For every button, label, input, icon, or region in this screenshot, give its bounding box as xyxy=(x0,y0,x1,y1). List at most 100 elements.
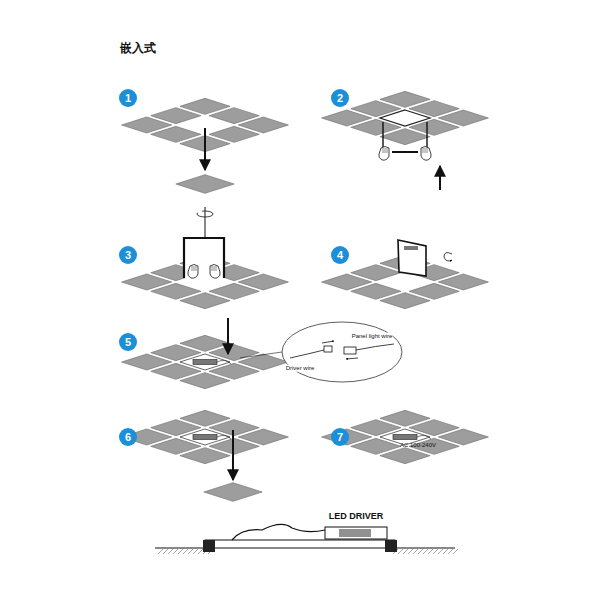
hand xyxy=(379,147,389,161)
driver-box xyxy=(193,435,217,440)
direction-arrow xyxy=(232,430,234,480)
driver-stripe xyxy=(360,529,361,537)
panel-tilted xyxy=(398,240,426,276)
wire xyxy=(290,350,324,358)
hand xyxy=(188,265,198,279)
finger-line xyxy=(423,148,424,153)
driver-stripe xyxy=(346,529,347,537)
hatch xyxy=(188,549,193,554)
rotation-arrow xyxy=(197,211,213,217)
step-number: 7 xyxy=(337,432,343,443)
finger-line xyxy=(196,266,197,271)
driver-stripe xyxy=(358,529,359,537)
driver-stripe xyxy=(342,529,343,537)
title: 嵌入式 xyxy=(120,40,156,57)
step-number: 6 xyxy=(125,432,131,443)
hatch xyxy=(428,549,433,554)
driver-stripe xyxy=(340,529,341,537)
hatch xyxy=(168,549,173,554)
spring-clip xyxy=(203,540,215,552)
hatch xyxy=(448,549,453,554)
hatch xyxy=(183,549,188,554)
step-number: 2 xyxy=(337,93,343,104)
driver-box xyxy=(393,435,417,440)
finger-line xyxy=(192,266,193,271)
panel-side-view xyxy=(184,238,224,278)
finger-line xyxy=(385,148,386,153)
driver-stripe xyxy=(370,529,371,537)
direction-arrow xyxy=(439,166,441,190)
step-number: 3 xyxy=(125,250,131,261)
direction-arrow xyxy=(227,318,229,354)
hatch xyxy=(398,549,403,554)
driver-stripe xyxy=(366,529,367,537)
step-number-circle: 4 xyxy=(331,246,349,264)
hatch xyxy=(443,549,448,554)
wire xyxy=(356,344,394,350)
spring-clip xyxy=(385,540,397,552)
driver-stripe xyxy=(354,529,355,537)
hatch xyxy=(433,549,438,554)
hatch xyxy=(178,549,183,554)
hatch xyxy=(193,549,198,554)
driver-stripe xyxy=(348,529,349,537)
finger-line xyxy=(427,148,428,153)
ceiling-tile xyxy=(176,175,234,194)
wire-label: Driver wire xyxy=(286,365,315,372)
ceiling-tile xyxy=(180,373,230,389)
hatch xyxy=(438,549,443,554)
wire-label: Panel light wire xyxy=(352,333,393,340)
hatch xyxy=(423,549,428,554)
ceiling-grid xyxy=(122,410,289,463)
step-number-circle: 6 xyxy=(119,428,137,446)
rotation-arrow xyxy=(444,253,452,261)
driver-stripe xyxy=(362,529,363,537)
panel-section xyxy=(205,540,395,548)
ceiling-tile xyxy=(380,293,430,309)
driver-box xyxy=(404,246,418,250)
step-number-circle: 2 xyxy=(331,89,349,107)
finger-line xyxy=(425,148,426,153)
step-number-circle: 3 xyxy=(119,246,137,264)
step-number: 5 xyxy=(125,337,131,348)
finger-line xyxy=(383,148,384,153)
ceiling-tile xyxy=(180,293,230,309)
direction-arrow xyxy=(322,341,334,343)
wire xyxy=(217,435,231,439)
hatch xyxy=(198,549,203,554)
ceiling-grid xyxy=(122,335,289,388)
driver-stripe xyxy=(344,529,345,537)
driver-stripe xyxy=(368,529,369,537)
step-number: 1 xyxy=(125,93,131,104)
hatch xyxy=(163,549,168,554)
driver-stripe xyxy=(352,529,353,537)
driver-box xyxy=(325,527,387,539)
ceiling-grid xyxy=(322,410,489,463)
detail-inset xyxy=(282,322,402,382)
finger-line xyxy=(214,266,215,271)
rotation-axis xyxy=(205,207,206,237)
step-number: 4 xyxy=(337,250,343,261)
driver-stripe xyxy=(350,529,351,537)
hatch xyxy=(418,549,423,554)
step-number-circle: 5 xyxy=(119,333,137,351)
wire xyxy=(217,360,231,364)
hatch xyxy=(453,549,458,554)
ceiling-tile xyxy=(180,448,230,464)
wire xyxy=(417,435,431,439)
driver-box xyxy=(193,360,217,365)
hand xyxy=(421,147,431,161)
direction-arrow xyxy=(346,358,358,359)
finger-line xyxy=(212,266,213,271)
ceiling-line xyxy=(390,548,455,549)
finger-line xyxy=(194,266,195,271)
finger-line xyxy=(216,266,217,271)
hatch xyxy=(403,549,408,554)
part-name: LED DRIVER xyxy=(329,512,384,522)
voltage-label: AC 100-240V xyxy=(400,442,436,449)
ceiling-tile xyxy=(204,483,262,502)
step-number-circle: 7 xyxy=(331,428,349,446)
panel-edge xyxy=(392,151,418,153)
